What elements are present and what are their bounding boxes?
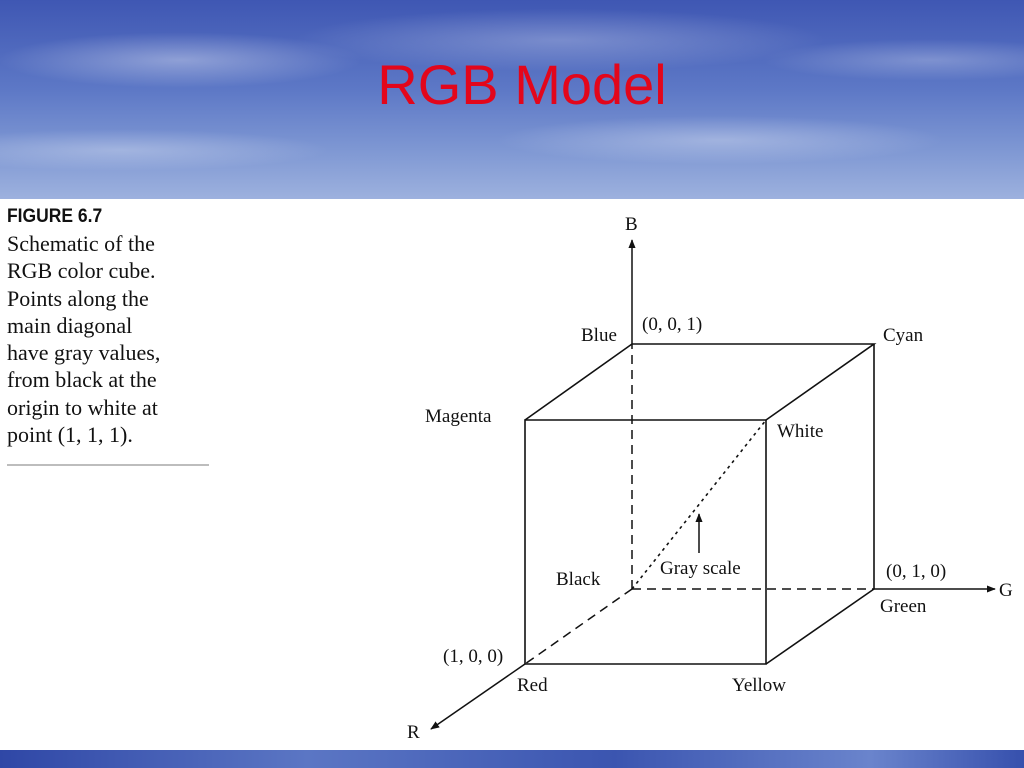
cube-front-face (524, 419, 767, 665)
caption-line: main diagonal (7, 312, 133, 338)
red-vertex-label: Red (517, 675, 548, 696)
header-background (0, 0, 1024, 199)
r-axis-label: R (407, 722, 420, 743)
caption-line: Schematic of the (7, 231, 155, 256)
magenta-vertex-label: Magenta (425, 406, 492, 427)
black-vertex-label: Black (556, 569, 601, 590)
caption-line: have gray values, (7, 340, 161, 366)
caption-text: Schematic of the RGB color cube. Points … (7, 230, 209, 448)
caption-line: origin to white at (7, 394, 158, 420)
blue-coordinate-label: (0, 0, 1) (642, 314, 702, 335)
cube-top-face (524, 343, 877, 421)
cube-right-face (765, 344, 875, 665)
figure-caption: FIGURE 6.7 Schematic of the RGB color cu… (7, 204, 209, 448)
r-axis-arrow (430, 663, 526, 730)
green-coordinate-label: (0, 1, 0) (886, 561, 946, 582)
footer-band (0, 750, 1024, 768)
g-axis-label: G (999, 580, 1013, 601)
blue-vertex-label: Blue (581, 325, 617, 346)
caption-line: Points along the (7, 285, 149, 311)
caption-rule (7, 464, 209, 466)
caption-line: RGB color cube. (7, 258, 156, 284)
cyan-vertex-label: Cyan (883, 325, 924, 346)
gray-scale-label: Gray scale (660, 558, 741, 579)
white-vertex-label: White (777, 421, 823, 442)
hidden-edge-black-red (524, 588, 633, 665)
caption-line: from black at the (7, 367, 157, 393)
b-axis-label: B (625, 214, 638, 235)
gray-scale-diagonal (631, 419, 767, 590)
caption-line: point (1, 1, 1). (7, 422, 133, 448)
slide-title: RGB Model (377, 53, 667, 116)
figure-label: FIGURE 6.7 (7, 206, 103, 227)
yellow-vertex-label: Yellow (732, 675, 786, 696)
red-coordinate-label: (1, 0, 0) (443, 646, 503, 667)
green-vertex-label: Green (880, 596, 927, 617)
